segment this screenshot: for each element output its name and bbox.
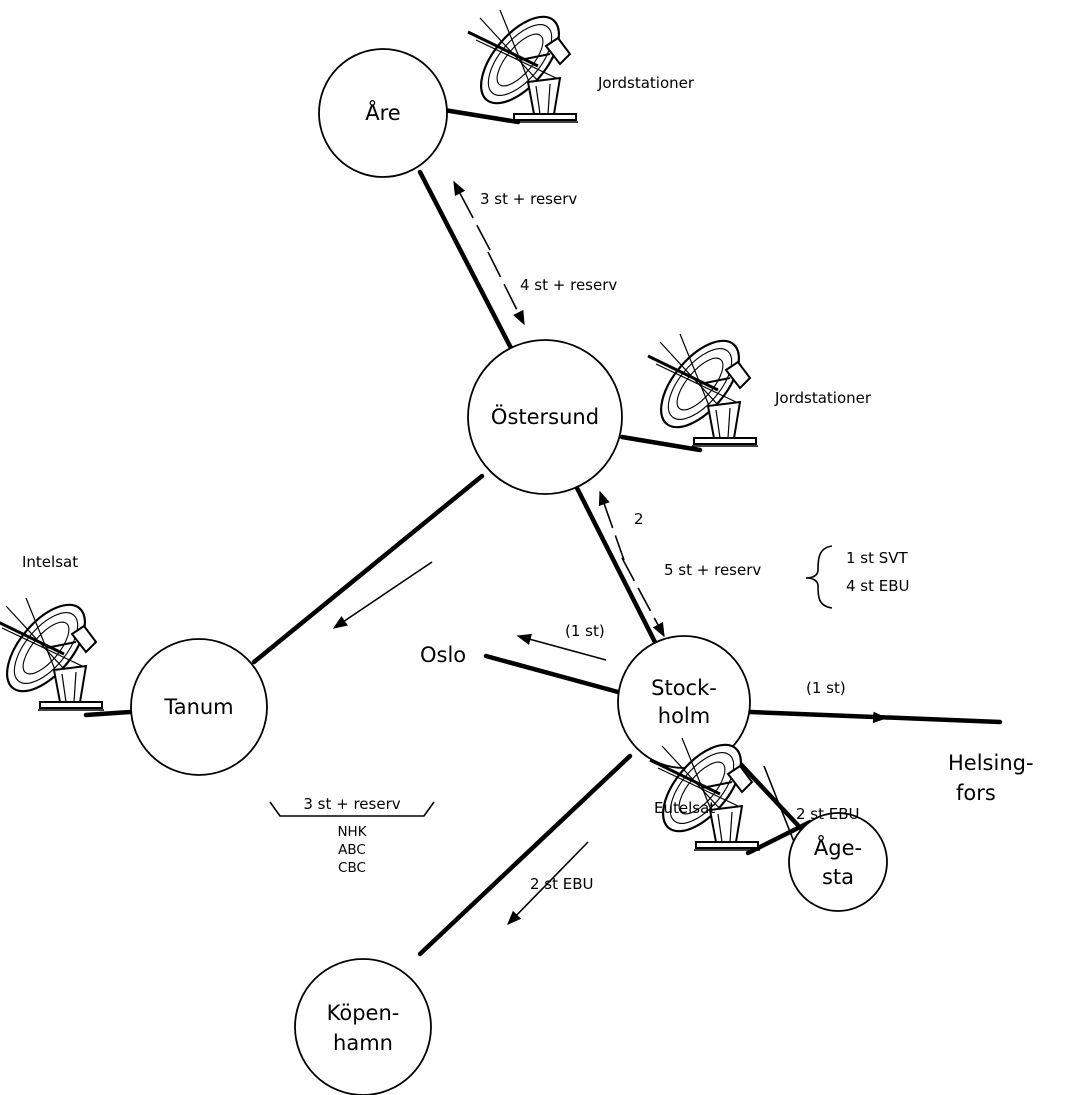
place-helsingfors-label-1: Helsing- <box>948 751 1034 775</box>
satellite-dish-icon <box>645 325 760 448</box>
link-are-dish <box>441 107 521 125</box>
list-item-cbc: CBC <box>338 860 366 876</box>
node-agesta-circle <box>788 812 888 912</box>
dish-label-agesta: Eutelsat <box>654 799 715 817</box>
node-kopenhamn-label-2: hamn <box>333 1031 393 1055</box>
satellite-dish-icon <box>0 589 106 712</box>
list-item-nhk: NHK <box>337 824 367 840</box>
link-label-are-down: 4 st + reserv <box>520 276 617 294</box>
node-tanum-label: Tanum <box>163 695 233 719</box>
node-ostersund-circle <box>467 339 623 495</box>
arrow-are-down <box>487 251 525 326</box>
arrow-kopenhamn <box>506 841 589 926</box>
place-oslo-label: Oslo <box>420 643 466 667</box>
dish-label-ostersund: Jordstationer <box>774 389 872 407</box>
node-kopenhamn-circle <box>294 958 432 1095</box>
arrow-helsingfors <box>771 711 888 724</box>
arrow-tanum <box>332 561 433 629</box>
link-ostersund-dish <box>619 434 703 453</box>
node-kopenhamn-label-1: Köpen- <box>327 1001 400 1025</box>
link-label-kopenhamn: 2 st EBU <box>530 875 594 893</box>
node-stockholm-label-2: holm <box>658 704 710 728</box>
arrow-ost-up <box>598 490 625 561</box>
dish-label-tanum: Intelsat <box>22 553 78 571</box>
link-label-tanum: 3 st + reserv <box>303 795 400 813</box>
satellite-dish-icon <box>465 1 580 124</box>
link-label-oslo: (1 st) <box>565 622 605 640</box>
list-item-abc: ABC <box>338 842 366 858</box>
bracket-tanum <box>269 801 435 817</box>
arrow-oslo <box>516 633 607 661</box>
link-stockholm-kopenhamn <box>417 753 633 957</box>
node-tanum-circle <box>130 638 268 776</box>
link-label-agesta: 2 st EBU <box>796 805 860 823</box>
place-helsingfors-label-2: fors <box>956 781 996 805</box>
node-are-label: Åre <box>365 99 400 125</box>
link-label-ebu4: 4 st EBU <box>846 577 910 595</box>
link-tanum-dish <box>83 709 133 718</box>
link-label-svt: 1 st SVT <box>846 549 909 567</box>
link-stockholm-oslo <box>483 653 621 695</box>
node-are-circle <box>318 48 448 178</box>
link-ostersund-stockholm <box>574 485 665 659</box>
link-ostersund-tanum <box>251 473 485 665</box>
arrow-are-up <box>453 180 491 251</box>
node-agesta-label-1: Åge- <box>814 834 862 860</box>
link-label-ost-down: 5 st + reserv <box>664 561 761 579</box>
dish-label-are: Jordstationer <box>597 74 695 92</box>
node-stockholm-label-1: Stock- <box>651 676 717 700</box>
node-ostersund-label: Östersund <box>491 404 599 429</box>
link-are-ostersund <box>417 169 515 353</box>
link-label-ost-up: 2 <box>634 510 644 528</box>
link-label-are-up: 3 st + reserv <box>480 190 577 208</box>
arrow-ost-down <box>621 557 665 638</box>
node-agesta-label-2: sta <box>822 865 854 889</box>
brace-svt-ebu <box>805 545 833 609</box>
link-label-helsingfors: (1 st) <box>806 679 846 697</box>
